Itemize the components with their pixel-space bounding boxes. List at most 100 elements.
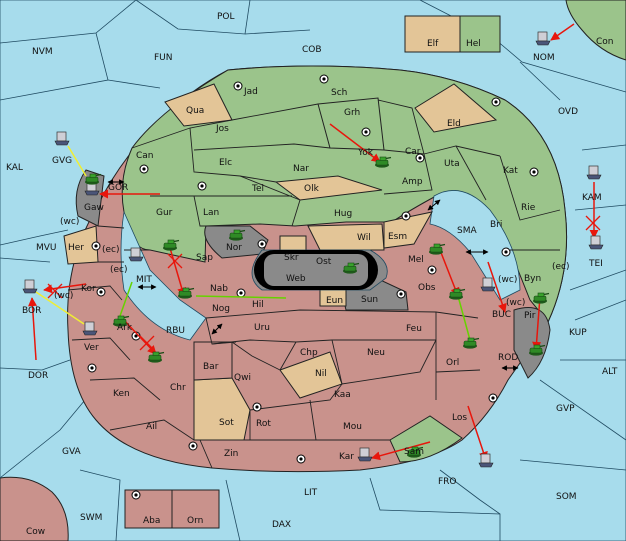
move-order-arrow	[532, 295, 542, 351]
label-jos: Jos	[215, 124, 229, 134]
label-ark: Ark	[117, 323, 133, 333]
region-esm[interactable]	[383, 211, 433, 249]
region-gaw[interactable]	[75, 169, 105, 227]
label-fro: FRO	[438, 477, 457, 487]
support-order-line	[195, 295, 287, 299]
supply-center-icon	[319, 74, 329, 84]
label-mvu: MVU	[36, 243, 57, 253]
label-kar: Kar	[339, 452, 354, 462]
supply-center-icon	[188, 441, 198, 451]
inner-sea-sma[interactable]	[429, 190, 521, 301]
coast-cow[interactable]	[0, 476, 69, 541]
label-mou: Mou	[343, 422, 362, 432]
label-gur: Gur	[156, 208, 173, 218]
label-rot: Rot	[256, 419, 271, 429]
inner-sea-rbu[interactable]	[120, 210, 207, 341]
canal-passage-icon	[427, 199, 441, 211]
support-order-line	[457, 295, 471, 341]
label-rie: Rie	[521, 203, 536, 213]
label-chr: Chr	[170, 383, 186, 393]
supply-center-icon	[197, 181, 207, 191]
label-kat: Kat	[503, 166, 518, 176]
supply-center-icon	[236, 288, 246, 298]
label-som: SOM	[556, 492, 577, 502]
label-esm: Esm	[388, 232, 407, 242]
label-hel: Hel	[466, 39, 481, 49]
label-jad: Jad	[243, 87, 258, 97]
orders	[28, 23, 601, 461]
move-order-arrow	[28, 297, 38, 361]
region-olk[interactable]	[274, 175, 383, 201]
label-ver: Ver	[84, 343, 99, 353]
label-ost: Ost	[316, 257, 332, 267]
label-qua: Qua	[186, 106, 204, 116]
label-sma: SMA	[457, 226, 477, 236]
supply-center-icon	[87, 363, 97, 373]
label-gvp: GVP	[556, 404, 575, 414]
label-nvm: NVM	[32, 47, 53, 57]
label-chp: Chp	[300, 348, 318, 358]
move-order-arrow	[43, 283, 87, 294]
label-alt: ALT	[602, 367, 618, 377]
region-pir[interactable]	[513, 307, 551, 379]
label-cow: Cow	[26, 527, 45, 537]
label-kam: KAM	[582, 193, 602, 203]
label-uru: Uru	[254, 323, 270, 333]
label-nab: Nab	[210, 284, 228, 294]
label-lan: Lan	[203, 208, 219, 218]
label-grh: Grh	[344, 108, 360, 118]
map-labels: POL NVM FUN COB Elf Hel Con NOM OVD Jad …	[6, 12, 618, 537]
supply-center-icon	[361, 127, 371, 137]
label-uta: Uta	[444, 159, 460, 169]
label-kor: Kor	[81, 284, 96, 294]
label-ec1: (ec)	[102, 245, 120, 255]
region-eld[interactable]	[414, 83, 498, 133]
label-wc2: (wc)	[498, 275, 517, 285]
label-hug: Hug	[334, 209, 352, 219]
label-hil: Hil	[252, 300, 264, 310]
label-wc1: (wc)	[60, 217, 79, 227]
island-orn[interactable]	[171, 489, 220, 529]
label-her: Her	[68, 243, 84, 253]
move-order-arrow	[439, 249, 460, 297]
label-los: Los	[452, 413, 467, 423]
convoy-order-line	[67, 145, 87, 177]
label-nar: Nar	[293, 164, 309, 174]
label-nog: Nog	[212, 304, 230, 314]
region-bar[interactable]	[193, 341, 233, 381]
convoy-order-line	[35, 291, 85, 325]
label-feu: Feu	[406, 324, 422, 334]
island-hel[interactable]	[459, 15, 501, 53]
region-wil[interactable]	[307, 223, 385, 251]
label-aba: Aba	[143, 516, 160, 526]
label-tel: Tel	[251, 184, 264, 194]
label-gva: GVA	[62, 447, 82, 457]
label-ec3: (ec)	[552, 262, 570, 272]
label-sot: Sot	[219, 418, 234, 428]
label-ken: Ken	[113, 389, 130, 399]
label-eun: Eun	[326, 296, 343, 306]
region-grh[interactable]	[317, 97, 385, 151]
label-sun: Sun	[361, 295, 378, 305]
label-qwi: Qwi	[234, 373, 251, 383]
supply-center-icon	[131, 490, 141, 500]
label-bri: Bri	[490, 220, 502, 230]
label-bar: Bar	[203, 362, 219, 372]
label-gvg: GVG	[52, 156, 72, 166]
label-ovd: OVD	[558, 107, 578, 117]
coast-con[interactable]	[565, 0, 626, 61]
move-order-arrow	[169, 247, 187, 297]
label-rbu: RBU	[166, 326, 185, 336]
label-bor: BOR	[22, 306, 41, 316]
island-elf[interactable]	[404, 15, 461, 53]
label-skr: Skr	[284, 253, 299, 263]
label-gor: GOR	[108, 183, 128, 193]
label-gaw: Gaw	[84, 203, 104, 213]
supply-centers	[87, 74, 539, 500]
label-ec2: (ec)	[110, 265, 128, 275]
label-nil: Nil	[315, 369, 327, 379]
supply-center-icon	[491, 97, 501, 107]
label-nom: NOM	[533, 53, 555, 63]
label-amp: Amp	[402, 177, 423, 187]
move-order-arrow	[329, 123, 381, 163]
